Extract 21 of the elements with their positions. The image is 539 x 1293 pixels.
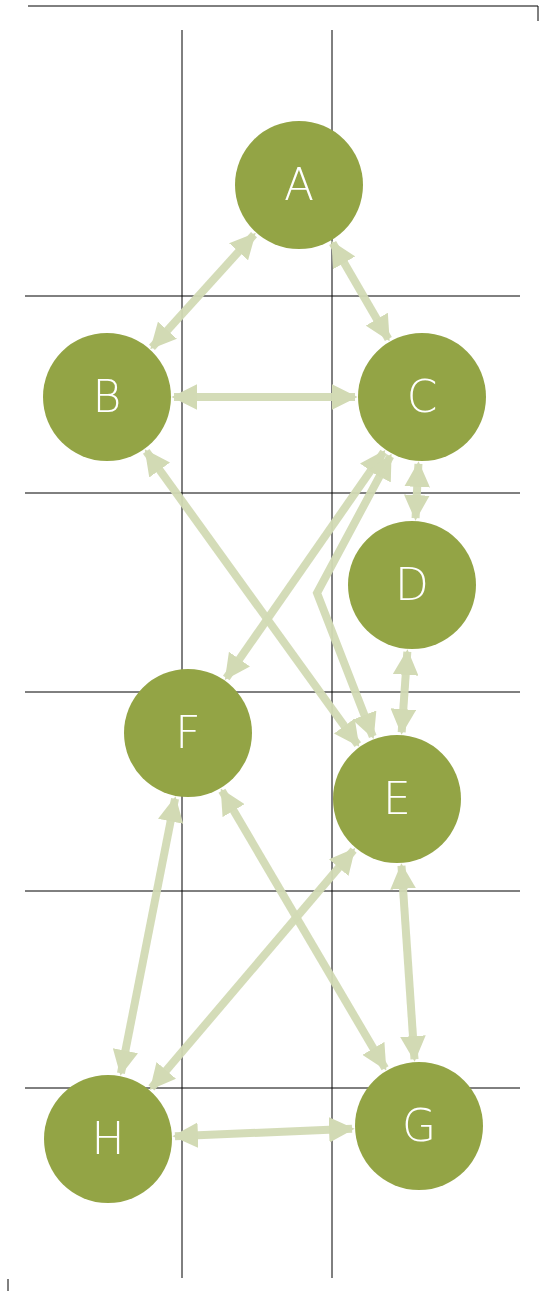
node-label: H — [91, 1117, 125, 1161]
node-label: C — [406, 375, 438, 419]
double-arrow — [218, 788, 389, 1071]
double-arrow — [329, 240, 392, 342]
node-label: B — [92, 375, 122, 419]
double-arrow — [223, 449, 387, 681]
double-arrow — [142, 449, 362, 747]
node-label: F — [175, 711, 201, 755]
double-arrow — [148, 847, 357, 1091]
node-label: A — [283, 163, 315, 207]
double-arrow — [404, 461, 430, 521]
node-label: E — [383, 777, 411, 821]
double-arrow — [112, 796, 184, 1076]
double-arrow — [390, 649, 419, 735]
node-label: G — [401, 1104, 437, 1148]
double-arrow — [390, 863, 426, 1062]
double-arrow — [149, 231, 257, 351]
double-arrow — [171, 384, 358, 410]
double-arrow — [172, 1116, 355, 1149]
double-arrow — [312, 453, 394, 739]
node-label: D — [395, 563, 429, 607]
